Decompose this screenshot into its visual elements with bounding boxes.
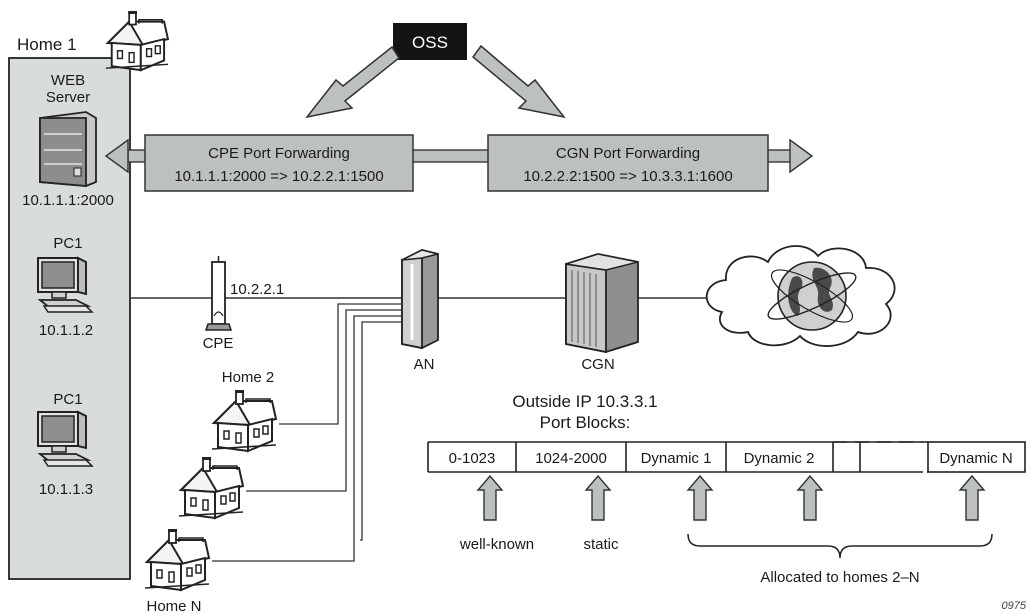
pc2-ip: 10.1.1.3 bbox=[39, 481, 93, 498]
allocation-brace bbox=[687, 533, 993, 559]
allocated-label: Allocated to homes 2–N bbox=[760, 569, 919, 586]
homeN-house-icon bbox=[143, 528, 211, 592]
home-connection-lines bbox=[212, 303, 402, 562]
port-block-cell: Dynamic 2 bbox=[744, 450, 815, 467]
pc2-monitor-icon bbox=[37, 411, 93, 467]
port-block-cell: Dynamic N bbox=[939, 450, 1012, 467]
web-server-label-line1: WEB bbox=[51, 72, 85, 89]
home3-house-icon bbox=[177, 456, 245, 520]
port-blocks-table bbox=[427, 441, 1026, 473]
port-block-cell: Dynamic 1 bbox=[641, 450, 712, 467]
static-label: static bbox=[583, 536, 619, 553]
home1-house-icon bbox=[104, 10, 169, 72]
home2-house-icon bbox=[210, 389, 278, 453]
port-blocks-title-line2: Port Blocks: bbox=[540, 413, 631, 432]
up-arrow-icon bbox=[796, 474, 824, 521]
port-block-up-arrows bbox=[476, 474, 986, 521]
internet-cloud-icon bbox=[705, 245, 896, 347]
port-blocks-title-line1: Outside IP 10.3.3.1 bbox=[512, 392, 657, 411]
pc1-label: PC1 bbox=[53, 235, 82, 252]
up-arrow-icon bbox=[584, 474, 612, 521]
up-arrow-icon bbox=[686, 474, 714, 521]
port-block-cell: 1024-2000 bbox=[535, 450, 607, 467]
pc1-monitor-icon bbox=[37, 257, 93, 313]
web-server-label-line2: Server bbox=[46, 89, 90, 106]
band-left-arrowhead bbox=[104, 138, 129, 174]
oss-label: OSS bbox=[412, 33, 448, 52]
oss-right-arrow bbox=[471, 44, 566, 119]
up-arrow-icon bbox=[958, 474, 986, 521]
cgn-label: CGN bbox=[581, 356, 614, 373]
oss-left-arrow bbox=[305, 45, 400, 119]
cpe-device-icon bbox=[204, 256, 233, 331]
web-server-icon bbox=[39, 111, 97, 187]
cpe-forwarding-box bbox=[144, 134, 414, 192]
cgn-forwarding-rule: 10.2.2.2:1500 => 10.3.3.1:1600 bbox=[523, 168, 732, 185]
cgn-forwarding-box bbox=[487, 134, 769, 192]
cpe-forwarding-rule: 10.1.1.1:2000 => 10.2.2.1:1500 bbox=[174, 168, 383, 185]
cpe-forwarding-title: CPE Port Forwarding bbox=[208, 145, 350, 162]
port-block-cell: 0-1023 bbox=[449, 450, 496, 467]
cpe-ip: 10.2.2.1 bbox=[230, 281, 284, 298]
an-device-icon bbox=[401, 249, 439, 350]
web-server-ip: 10.1.1.1:2000 bbox=[22, 192, 114, 209]
figure-id: 0975 bbox=[1002, 600, 1027, 612]
well-known-label: well-known bbox=[459, 536, 534, 553]
oss-box bbox=[393, 23, 467, 60]
cgn-device-icon bbox=[565, 253, 639, 354]
cgn-forwarding-title: CGN Port Forwarding bbox=[556, 145, 700, 162]
an-label: AN bbox=[414, 356, 435, 373]
pc2-label: PC1 bbox=[53, 391, 82, 408]
home2-label: Home 2 bbox=[222, 369, 275, 386]
cpe-label: CPE bbox=[203, 335, 234, 352]
homeN-label: Home N bbox=[146, 598, 201, 614]
home1-title: Home 1 bbox=[17, 35, 77, 54]
band-right-arrowhead bbox=[789, 138, 814, 174]
pc1-ip: 10.1.1.2 bbox=[39, 322, 93, 339]
up-arrow-icon bbox=[476, 474, 504, 521]
